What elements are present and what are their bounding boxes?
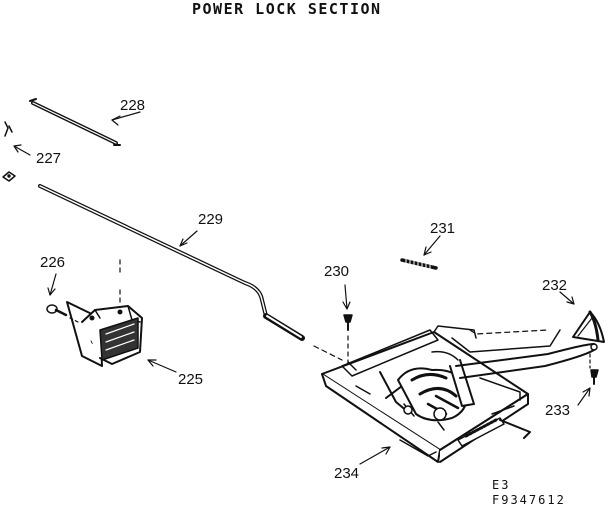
part-228-rod	[29, 98, 121, 146]
part-226-screw	[46, 304, 79, 323]
label-233: 233	[545, 402, 571, 419]
label-234: 234	[334, 465, 360, 482]
label-229: 229	[198, 211, 224, 228]
part-234-bracket	[321, 325, 598, 463]
label-232: 232	[542, 277, 568, 294]
label-225: 225	[178, 371, 204, 388]
figure-code-line1: E3	[492, 478, 511, 492]
leader-lines	[13, 111, 591, 465]
part-229-rod	[38, 184, 305, 341]
label-230: 230	[324, 263, 350, 280]
part-227-clips	[2, 121, 16, 182]
part-233-screw	[589, 353, 599, 385]
label-231: 231	[430, 220, 456, 237]
part-230-screw	[343, 314, 353, 381]
figure-code-line2: F9347612	[492, 493, 566, 507]
label-228: 228	[120, 97, 146, 114]
part-232-knob	[572, 310, 605, 343]
diagram-title: POWER LOCK SECTION	[192, 0, 382, 18]
assembly-line	[313, 345, 343, 361]
label-226: 226	[40, 254, 66, 271]
label-227: 227	[36, 150, 62, 167]
part-231-spring	[400, 258, 438, 270]
part-225-actuator	[66, 259, 143, 367]
